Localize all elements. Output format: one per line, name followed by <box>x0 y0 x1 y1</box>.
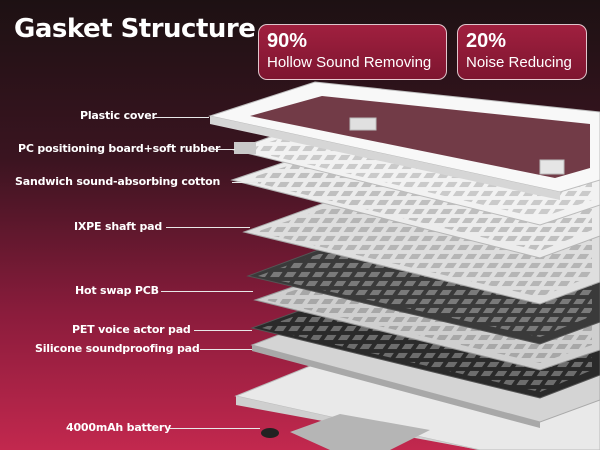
leader-line <box>153 117 209 118</box>
hollow-sound-badge: 90% Hollow Sound Removing <box>258 24 447 80</box>
leader-line <box>161 291 253 292</box>
label-ixpe: IXPE shaft pad <box>74 220 163 233</box>
plastic-cover-layer <box>208 81 600 200</box>
leader-line <box>232 182 258 183</box>
badge-label: Hollow Sound Removing <box>267 54 432 71</box>
label-plastic-cover: Plastic cover <box>80 109 157 122</box>
label-battery: 4000mAh battery <box>66 421 172 434</box>
label-pcb: Hot swap PCB <box>75 284 159 297</box>
soft-rubber-block <box>234 142 256 154</box>
battery-icon <box>261 428 279 438</box>
label-pc-board: PC positioning board+soft rubber <box>18 142 221 155</box>
label-cotton: Sandwich sound-absorbing cotton <box>15 175 221 188</box>
badge-label: Noise Reducing <box>466 54 572 71</box>
leader-line <box>213 149 235 150</box>
leader-line <box>168 428 260 429</box>
label-silicone-pad: Silicone soundproofing pad <box>35 342 200 355</box>
noise-reducing-badge: 20% Noise Reducing <box>457 24 587 80</box>
bottom-case <box>234 344 600 450</box>
label-pet-pad: PET voice actor pad <box>72 323 191 336</box>
page-title: Gasket Structure <box>14 14 256 44</box>
leader-line <box>194 330 252 331</box>
badge-value: 20% <box>466 30 507 52</box>
leader-line <box>166 227 250 228</box>
badge-value: 90% <box>267 30 308 52</box>
leader-line <box>200 349 252 350</box>
